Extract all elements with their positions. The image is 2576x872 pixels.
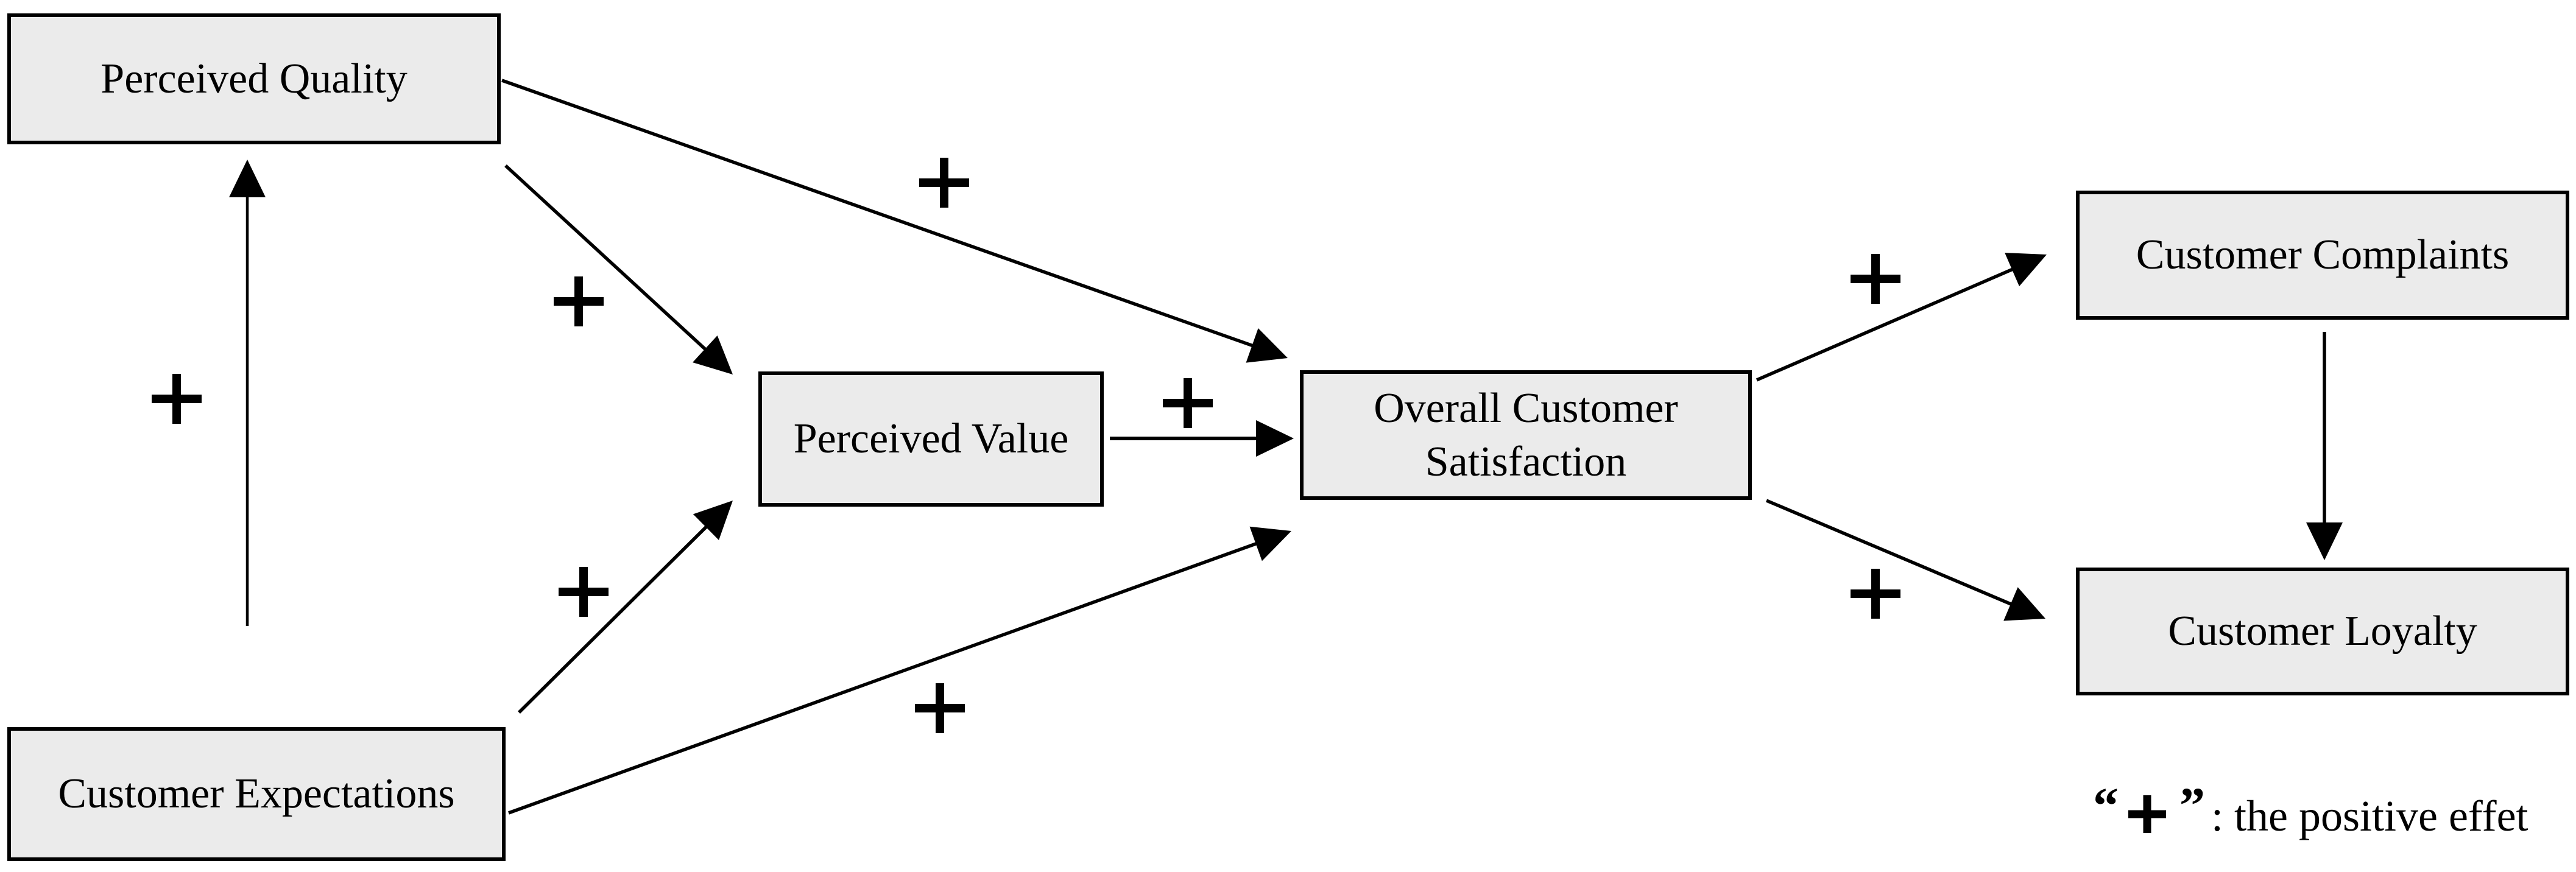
arrow-line-customer-expectations-to-perceived-value bbox=[518, 521, 712, 714]
plus-sign-customer-expectations-to-overall-customer-satisfaction bbox=[915, 683, 965, 733]
plus-sign-perceived-quality-to-perceived-value bbox=[554, 276, 604, 326]
legend-plus-icon bbox=[2128, 795, 2166, 833]
node-label-customer-expectations: Customer Expectations bbox=[58, 770, 455, 818]
node-label-perceived-value: Perceived Value bbox=[793, 415, 1069, 463]
plus-sign-overall-customer-satisfaction-to-customer-loyalty bbox=[1851, 569, 1900, 619]
node-perceived-value: Perceived Value bbox=[758, 371, 1104, 507]
legend: “ ” : the positive effet bbox=[2093, 778, 2528, 840]
legend-close-quote: ” bbox=[2179, 778, 2205, 834]
node-label-overall-customer-satisfaction: Overall Customer Satisfaction bbox=[1374, 385, 1678, 485]
node-perceived-quality: Perceived Quality bbox=[7, 13, 501, 144]
arrowhead-icon-customer-expectations-to-overall-customer-satisfaction bbox=[1249, 526, 1291, 561]
plus-sign-perceived-quality-to-overall-customer-satisfaction bbox=[919, 158, 969, 208]
arrowhead-icon-perceived-value-to-overall-customer-satisfaction bbox=[1256, 420, 1294, 457]
node-customer-complaints: Customer Complaints bbox=[2076, 191, 2569, 320]
node-label-perceived-quality: Perceived Quality bbox=[101, 55, 408, 102]
arrowhead-icon-customer-complaints-to-customer-loyalty bbox=[2306, 522, 2343, 560]
node-customer-loyalty: Customer Loyalty bbox=[2076, 568, 2569, 695]
arrow-line-perceived-quality-to-perceived-value bbox=[504, 164, 711, 354]
node-overall-customer-satisfaction: Overall Customer Satisfaction bbox=[1300, 370, 1752, 500]
arrowhead-icon-overall-customer-satisfaction-to-customer-loyalty bbox=[2003, 587, 2045, 621]
node-label-customer-loyalty: Customer Loyalty bbox=[2168, 608, 2477, 655]
arrow-line-overall-customer-satisfaction-to-customer-loyalty bbox=[1765, 499, 2017, 608]
arrowhead-icon-customer-expectations-to-perceived-value bbox=[693, 501, 733, 540]
legend-text: : the positive effet bbox=[2211, 792, 2528, 840]
plus-sign-customer-expectations-to-perceived-quality bbox=[152, 374, 202, 424]
node-customer-expectations: Customer Expectations bbox=[7, 727, 506, 861]
arrow-line-perceived-quality-to-overall-customer-satisfaction bbox=[501, 79, 1258, 350]
node-label-customer-complaints: Customer Complaints bbox=[2136, 231, 2510, 279]
plus-sign-overall-customer-satisfaction-to-customer-complaints bbox=[1851, 254, 1900, 304]
arrowhead-icon-customer-expectations-to-perceived-quality bbox=[229, 160, 266, 197]
plus-sign-perceived-value-to-overall-customer-satisfaction bbox=[1163, 378, 1213, 428]
plus-sign-customer-expectations-to-perceived-value bbox=[559, 567, 609, 617]
arrowhead-icon-perceived-quality-to-perceived-value bbox=[693, 335, 733, 374]
arrow-line-overall-customer-satisfaction-to-customer-complaints bbox=[1756, 265, 2019, 382]
arrow-line-customer-expectations-to-overall-customer-satisfaction bbox=[508, 540, 1263, 815]
legend-open-quote: “ bbox=[2093, 778, 2119, 834]
arrowhead-icon-overall-customer-satisfaction-to-customer-complaints bbox=[2005, 253, 2047, 287]
arrowhead-icon-perceived-quality-to-overall-customer-satisfaction bbox=[1246, 328, 1288, 363]
